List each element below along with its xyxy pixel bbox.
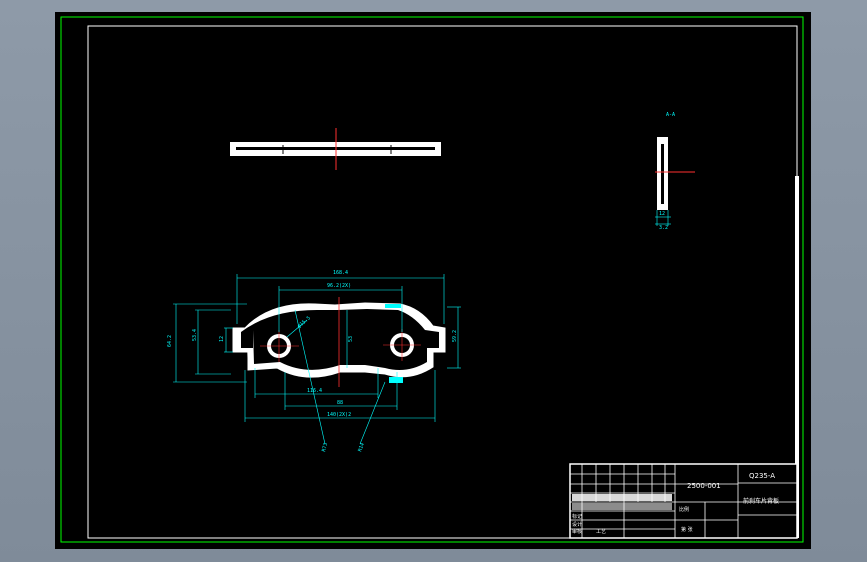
title-drawing-number: 2500-001: [687, 482, 721, 490]
top-view: [230, 128, 441, 170]
dim-overall-width-bottom: 140(2X)2: [327, 412, 351, 418]
dim-left-height: 53.4: [192, 329, 198, 341]
drawing-canvas: A-A 12 3.2: [60, 16, 804, 543]
title-part-name: 前刹车片背板: [743, 497, 779, 505]
title-block: 2500-001 Q235-A 前刹车片背板 比例 第 张 标记 设计 审核 工…: [569, 463, 798, 539]
cad-viewport[interactable]: A-A 12 3.2: [55, 12, 811, 549]
dim-side-step: 12: [219, 336, 225, 342]
dim-right-height: 59.2: [452, 330, 458, 342]
dim-section-thickness-1: 12: [659, 211, 665, 217]
dim-overall-height: 64.2: [167, 335, 173, 347]
title-sheet-label: 第 张: [681, 526, 693, 533]
dim-radius-left: R73: [321, 442, 329, 452]
dim-radius-right: R14: [357, 442, 366, 453]
drawing-border: [87, 25, 798, 539]
title-row-1: 设计: [572, 521, 582, 528]
title-row-0: 标记: [572, 513, 582, 520]
front-view: 168.4 96.2(2X) 64.2 53.4 12 59.2 53 φ15.…: [167, 270, 461, 453]
dim-bottom-inner: 116.4: [307, 388, 322, 394]
section-view: A-A 12 3.2: [655, 112, 695, 231]
title-material: Q235-A: [749, 472, 775, 480]
dim-bottom-center: 88: [337, 400, 343, 406]
dim-section-thickness-2: 3.2: [659, 225, 668, 231]
title-row-3: 工艺: [596, 529, 606, 535]
outer-frame: [60, 16, 804, 543]
dim-overall-width-top: 168.4: [333, 270, 348, 276]
title-row-2: 审核: [572, 528, 582, 535]
section-label: A-A: [666, 112, 675, 118]
dim-inner-width-top: 96.2(2X): [327, 283, 351, 289]
title-scale-label: 比例: [679, 506, 689, 513]
dim-center-height: 53: [348, 336, 354, 342]
